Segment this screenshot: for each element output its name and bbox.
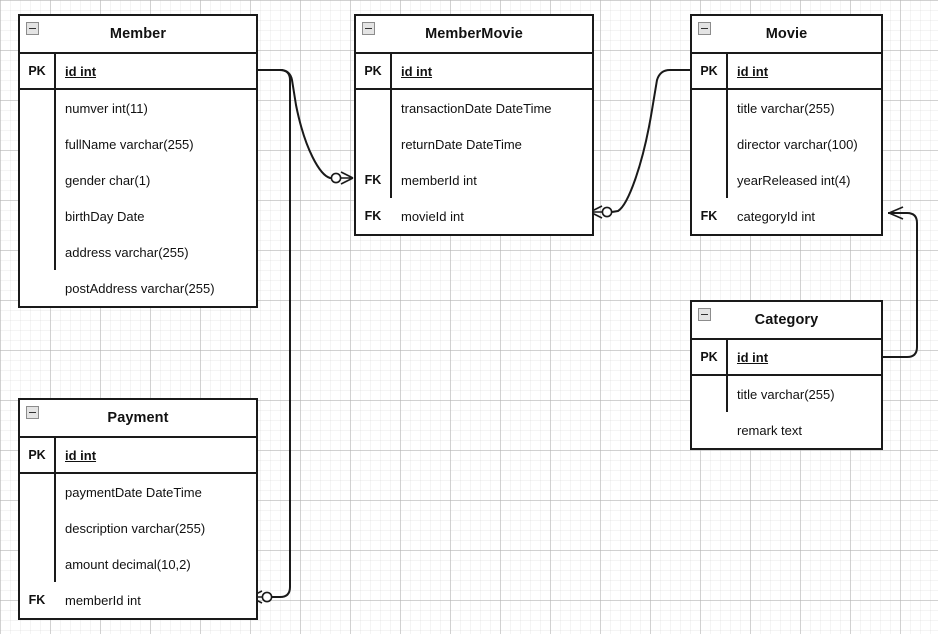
attribute-row[interactable]: FK memberId int — [356, 162, 592, 198]
attribute-name: yearReleased int(4) — [737, 172, 851, 188]
attribute-name: title varchar(255) — [737, 386, 835, 402]
attribute-list: PK id int paymentDate DateTime description … — [20, 438, 256, 618]
attribute-row[interactable]: fullName varchar(255) — [20, 126, 256, 162]
attribute-row[interactable]: PK id int — [692, 340, 881, 376]
attribute-name: gender char(1) — [65, 172, 151, 188]
entity-title: Payment — [107, 410, 169, 426]
attribute-key: PK — [28, 64, 46, 78]
attribute-row[interactable]: director varchar(100) — [692, 126, 881, 162]
attribute-row[interactable]: title varchar(255) — [692, 376, 881, 412]
minus-box-icon[interactable] — [698, 308, 711, 321]
attribute-row[interactable]: paymentDate DateTime — [20, 474, 256, 510]
attribute-row[interactable]: numver int(11) — [20, 90, 256, 126]
attribute-name: categoryId int — [737, 208, 816, 224]
connector-movie-category — [883, 212, 918, 358]
attribute-name: fullName varchar(255) — [65, 136, 194, 152]
attribute-row[interactable]: amount decimal(10,2) — [20, 546, 256, 582]
attribute-name: movieId int — [401, 208, 464, 224]
entity-title: Member — [109, 26, 167, 42]
attribute-list: PK id int transactionDate DateTime returnDa… — [356, 54, 592, 234]
attribute-row[interactable]: gender char(1) — [20, 162, 256, 198]
attribute-row[interactable]: birthDay Date — [20, 198, 256, 234]
attribute-key: FK — [700, 209, 718, 223]
attribute-list: PK id int numver int(11) fullName varchar(2… — [20, 54, 256, 306]
attribute-row[interactable]: transactionDate DateTime — [356, 90, 592, 126]
attribute-row[interactable]: returnDate DateTime — [356, 126, 592, 162]
attribute-row[interactable]: FK categoryId int — [692, 198, 881, 234]
minus-box-icon[interactable] — [26, 22, 39, 35]
entity-header-membermovie[interactable]: MemberMovie — [356, 16, 592, 54]
attribute-name: id int — [737, 349, 769, 365]
attribute-name: transactionDate DateTime — [401, 100, 552, 116]
minus-box-icon[interactable] — [698, 22, 711, 35]
attribute-key: FK — [364, 209, 382, 223]
attribute-name: id int — [65, 63, 97, 79]
minus-box-icon[interactable] — [26, 406, 39, 419]
attribute-row[interactable]: yearReleased int(4) — [692, 162, 881, 198]
key-column-divider — [390, 54, 392, 198]
attribute-row[interactable]: description varchar(255) — [20, 510, 256, 546]
attribute-list: PK id int title varchar(255) remark text — [692, 340, 881, 448]
attribute-name: memberId int — [401, 172, 477, 188]
entity-title: MemberMovie — [425, 26, 523, 42]
attribute-name: remark text — [737, 422, 803, 438]
attribute-key: FK — [28, 593, 46, 607]
attribute-key: FK — [364, 173, 382, 187]
key-column-divider — [54, 54, 56, 270]
attribute-name: numver int(11) — [65, 100, 148, 116]
connector-movie-membermovie — [611, 69, 690, 213]
attribute-row[interactable]: remark text — [692, 412, 881, 448]
marker-many-movie-categoryid — [888, 206, 904, 220]
attribute-name: title varchar(255) — [737, 100, 835, 116]
attribute-row[interactable]: title varchar(255) — [692, 90, 881, 126]
attribute-name: memberId int — [65, 592, 141, 608]
attribute-row[interactable]: PK id int — [20, 438, 256, 474]
key-column-divider — [54, 438, 56, 582]
entity-header-category[interactable]: Category — [692, 302, 881, 340]
attribute-name: birthDay Date — [65, 208, 145, 224]
entity-header-movie[interactable]: Movie — [692, 16, 881, 54]
connector-member-membermovie — [258, 69, 336, 179]
entity-header-member[interactable]: Member — [20, 16, 256, 54]
key-column-divider — [726, 54, 728, 198]
attribute-key: PK — [700, 350, 718, 364]
attribute-row[interactable]: address varchar(255) — [20, 234, 256, 270]
marker-zero-or-many-membermovie-memberid — [330, 171, 354, 185]
attribute-row[interactable]: PK id int — [20, 54, 256, 90]
attribute-name: amount decimal(10,2) — [65, 556, 191, 572]
attribute-name: address varchar(255) — [65, 244, 189, 260]
attribute-name: id int — [401, 63, 433, 79]
attribute-name: postAddress varchar(255) — [65, 280, 215, 296]
attribute-key: PK — [28, 448, 46, 462]
attribute-key: PK — [700, 64, 718, 78]
attribute-name: id int — [737, 63, 769, 79]
attribute-row[interactable]: FK movieId int — [356, 198, 592, 234]
attribute-row[interactable]: FK memberId int — [20, 582, 256, 618]
entity-header-payment[interactable]: Payment — [20, 400, 256, 438]
attribute-name: returnDate DateTime — [401, 136, 522, 152]
connector-member-payment — [258, 69, 291, 598]
attribute-row[interactable]: PK id int — [356, 54, 592, 90]
attribute-name: director varchar(100) — [737, 136, 858, 152]
attribute-name: description varchar(255) — [65, 520, 206, 536]
entity-title: Category — [754, 312, 819, 328]
attribute-name: paymentDate DateTime — [65, 484, 202, 500]
attribute-row[interactable]: postAddress varchar(255) — [20, 270, 256, 306]
attribute-list: PK id int title varchar(255) director varch… — [692, 54, 881, 234]
entity-title: Movie — [765, 26, 808, 42]
key-column-divider — [726, 340, 728, 412]
attribute-row[interactable]: PK id int — [692, 54, 881, 90]
attribute-name: id int — [65, 447, 97, 463]
attribute-key: PK — [364, 64, 382, 78]
minus-box-icon[interactable] — [362, 22, 375, 35]
